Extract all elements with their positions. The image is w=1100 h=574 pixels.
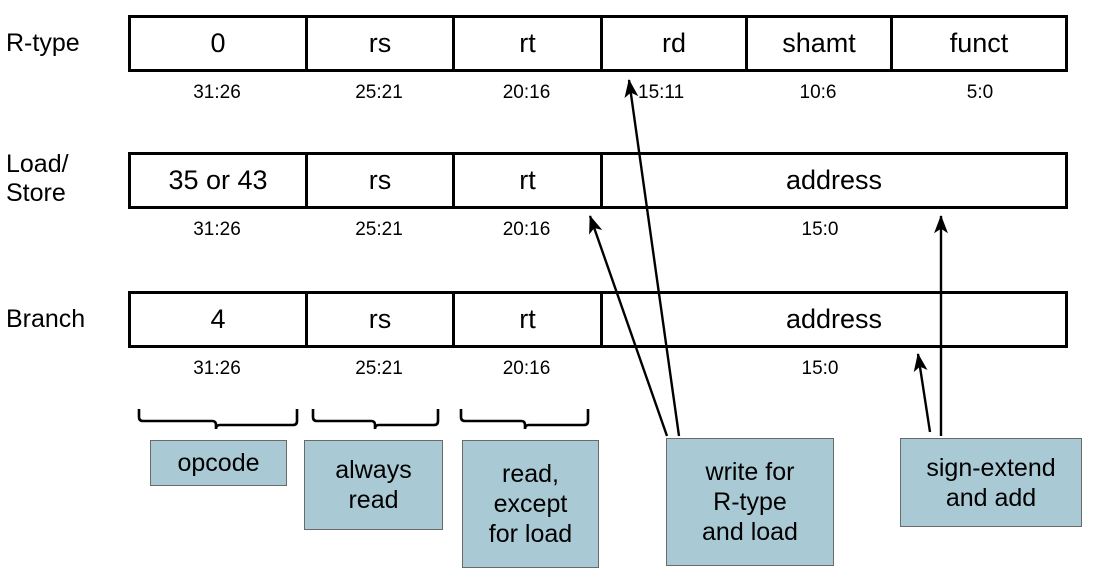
bit-range-load-store-address: 15:0 xyxy=(801,219,839,240)
bit-range-load-store-rt: 20:16 xyxy=(502,219,551,240)
field-cell-rt: rt xyxy=(455,18,603,69)
note-box-sign-extend-and-add: sign-extend and add xyxy=(900,438,1082,527)
field-cell-opcode: 35 or 43 xyxy=(131,155,308,206)
bit-range-branch-rs: 25:21 xyxy=(355,358,403,379)
row-label-load-store: Load/ Store xyxy=(6,150,69,207)
bit-range-r-type-shamt: 10:6 xyxy=(799,82,837,103)
field-cell-address: address xyxy=(603,294,1065,345)
field-cell-rt: rt xyxy=(455,294,603,345)
field-cell-rd: rd xyxy=(603,18,748,69)
note-box-write-for-r-type-and-load: write for R-type and load xyxy=(666,438,834,566)
brace-rs xyxy=(311,409,440,430)
bit-range-r-type-rt: 20:16 xyxy=(502,82,551,103)
field-cell-rs: rs xyxy=(308,294,455,345)
field-cell-rs: rs xyxy=(308,155,455,206)
arrow-sign-extend-to-branch-address xyxy=(913,353,932,433)
row-label-r-type: R-type xyxy=(6,29,80,57)
note-box-read-except-for-load: read, except for load xyxy=(462,440,599,568)
bit-range-r-type-rd: 15:11 xyxy=(638,82,685,103)
field-cell-shamt: shamt xyxy=(748,18,893,69)
brace-opcode xyxy=(137,409,299,430)
bit-range-r-type-funct: 5:0 xyxy=(966,82,994,103)
field-cell-address: address xyxy=(603,155,1065,206)
note-box-always-read: always read xyxy=(304,440,443,530)
format-row-r-type: 0 rs rt rd shamt funct xyxy=(128,15,1068,72)
field-cell-rs: rs xyxy=(308,18,455,69)
field-cell-rt: rt xyxy=(455,155,603,206)
arrow-write-to-rd xyxy=(624,79,681,437)
format-row-load-store: 35 or 43 rs rt address xyxy=(128,152,1068,209)
bit-range-load-store-opcode: 31:26 xyxy=(193,219,241,240)
field-cell-opcode: 0 xyxy=(131,18,308,69)
bit-range-branch-rt: 20:16 xyxy=(502,358,551,379)
bit-range-branch-address: 15:0 xyxy=(801,358,839,379)
row-label-branch: Branch xyxy=(6,305,86,333)
bit-range-load-store-rs: 25:21 xyxy=(355,219,403,240)
bit-range-r-type-opcode: 31:26 xyxy=(193,82,241,103)
field-cell-funct: funct xyxy=(893,18,1065,69)
bit-range-r-type-rs: 25:21 xyxy=(355,82,403,103)
format-row-branch: 4 rs rt address xyxy=(128,291,1068,348)
bit-range-branch-opcode: 31:26 xyxy=(193,358,241,379)
field-cell-opcode: 4 xyxy=(131,294,308,345)
brace-rt xyxy=(459,409,590,430)
note-box-opcode: opcode xyxy=(150,440,287,486)
